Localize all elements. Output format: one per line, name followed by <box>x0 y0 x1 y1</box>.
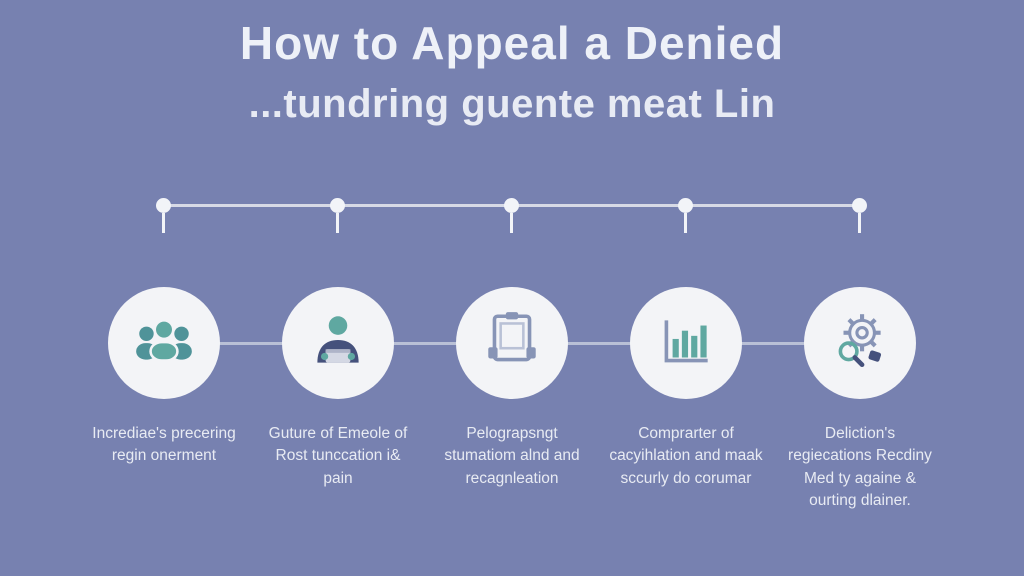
pin-stem <box>335 213 339 233</box>
bar-chart-icon <box>653 308 719 379</box>
timeline-pin-5 <box>851 198 867 233</box>
steps-section: Incrediae's precering regin onerment <box>78 287 946 528</box>
clipboard-icon <box>479 308 545 379</box>
step-5-circle <box>804 287 916 399</box>
step-1-caption: Incrediae's precering regin onerment <box>92 425 236 465</box>
pin-dot-icon <box>503 198 519 213</box>
page-subtitle: ...tundring guente meat Lin <box>248 82 776 126</box>
pin-stem <box>509 213 513 233</box>
pin-dot-icon <box>677 198 693 213</box>
pin-dot-icon <box>155 198 171 213</box>
timeline-pin-1 <box>155 198 171 233</box>
page-title: How to Appeal a Denied <box>239 17 785 69</box>
step-4-caption: Comprarter of cacyihlation and maak sccu… <box>609 425 763 487</box>
pin-stem <box>161 213 165 233</box>
step-2-circle <box>282 287 394 399</box>
step-1-circle <box>108 287 220 399</box>
timeline-pin-2 <box>329 198 345 233</box>
timeline-pin-4 <box>677 198 693 233</box>
pin-stem <box>857 213 861 233</box>
step-3-circle <box>456 287 568 399</box>
people-group-icon <box>131 308 197 379</box>
pin-dot-icon <box>329 198 345 213</box>
timeline <box>155 198 867 240</box>
step-2-caption: Guture of Emeole of Rost tunccation i& p… <box>268 425 408 487</box>
timeline-pin-3 <box>503 198 519 233</box>
pin-dot-icon <box>851 198 867 213</box>
step-2: Guture of Emeole of Rost tunccation i& p… <box>252 287 424 528</box>
gear-search-icon <box>827 308 893 379</box>
step-1: Incrediae's precering regin onerment <box>78 287 250 528</box>
step-4-circle <box>630 287 742 399</box>
step-4: Comprarter of cacyihlation and maak sccu… <box>600 287 772 528</box>
step-5-caption: Deliction's regiecations Recdiny Med ty … <box>788 425 932 510</box>
pin-stem <box>683 213 687 233</box>
step-3: Pelograpsngt stumatiom alnd and recagnle… <box>426 287 598 528</box>
steps-row: Incrediae's precering regin onerment <box>78 287 946 528</box>
step-3-caption: Pelograpsngt stumatiom alnd and recagnle… <box>444 425 580 487</box>
step-5: Deliction's regiecations Recdiny Med ty … <box>774 287 946 528</box>
person-writing-icon <box>305 308 371 379</box>
header: How to Appeal a Denied ...tundring guent… <box>0 16 1024 127</box>
